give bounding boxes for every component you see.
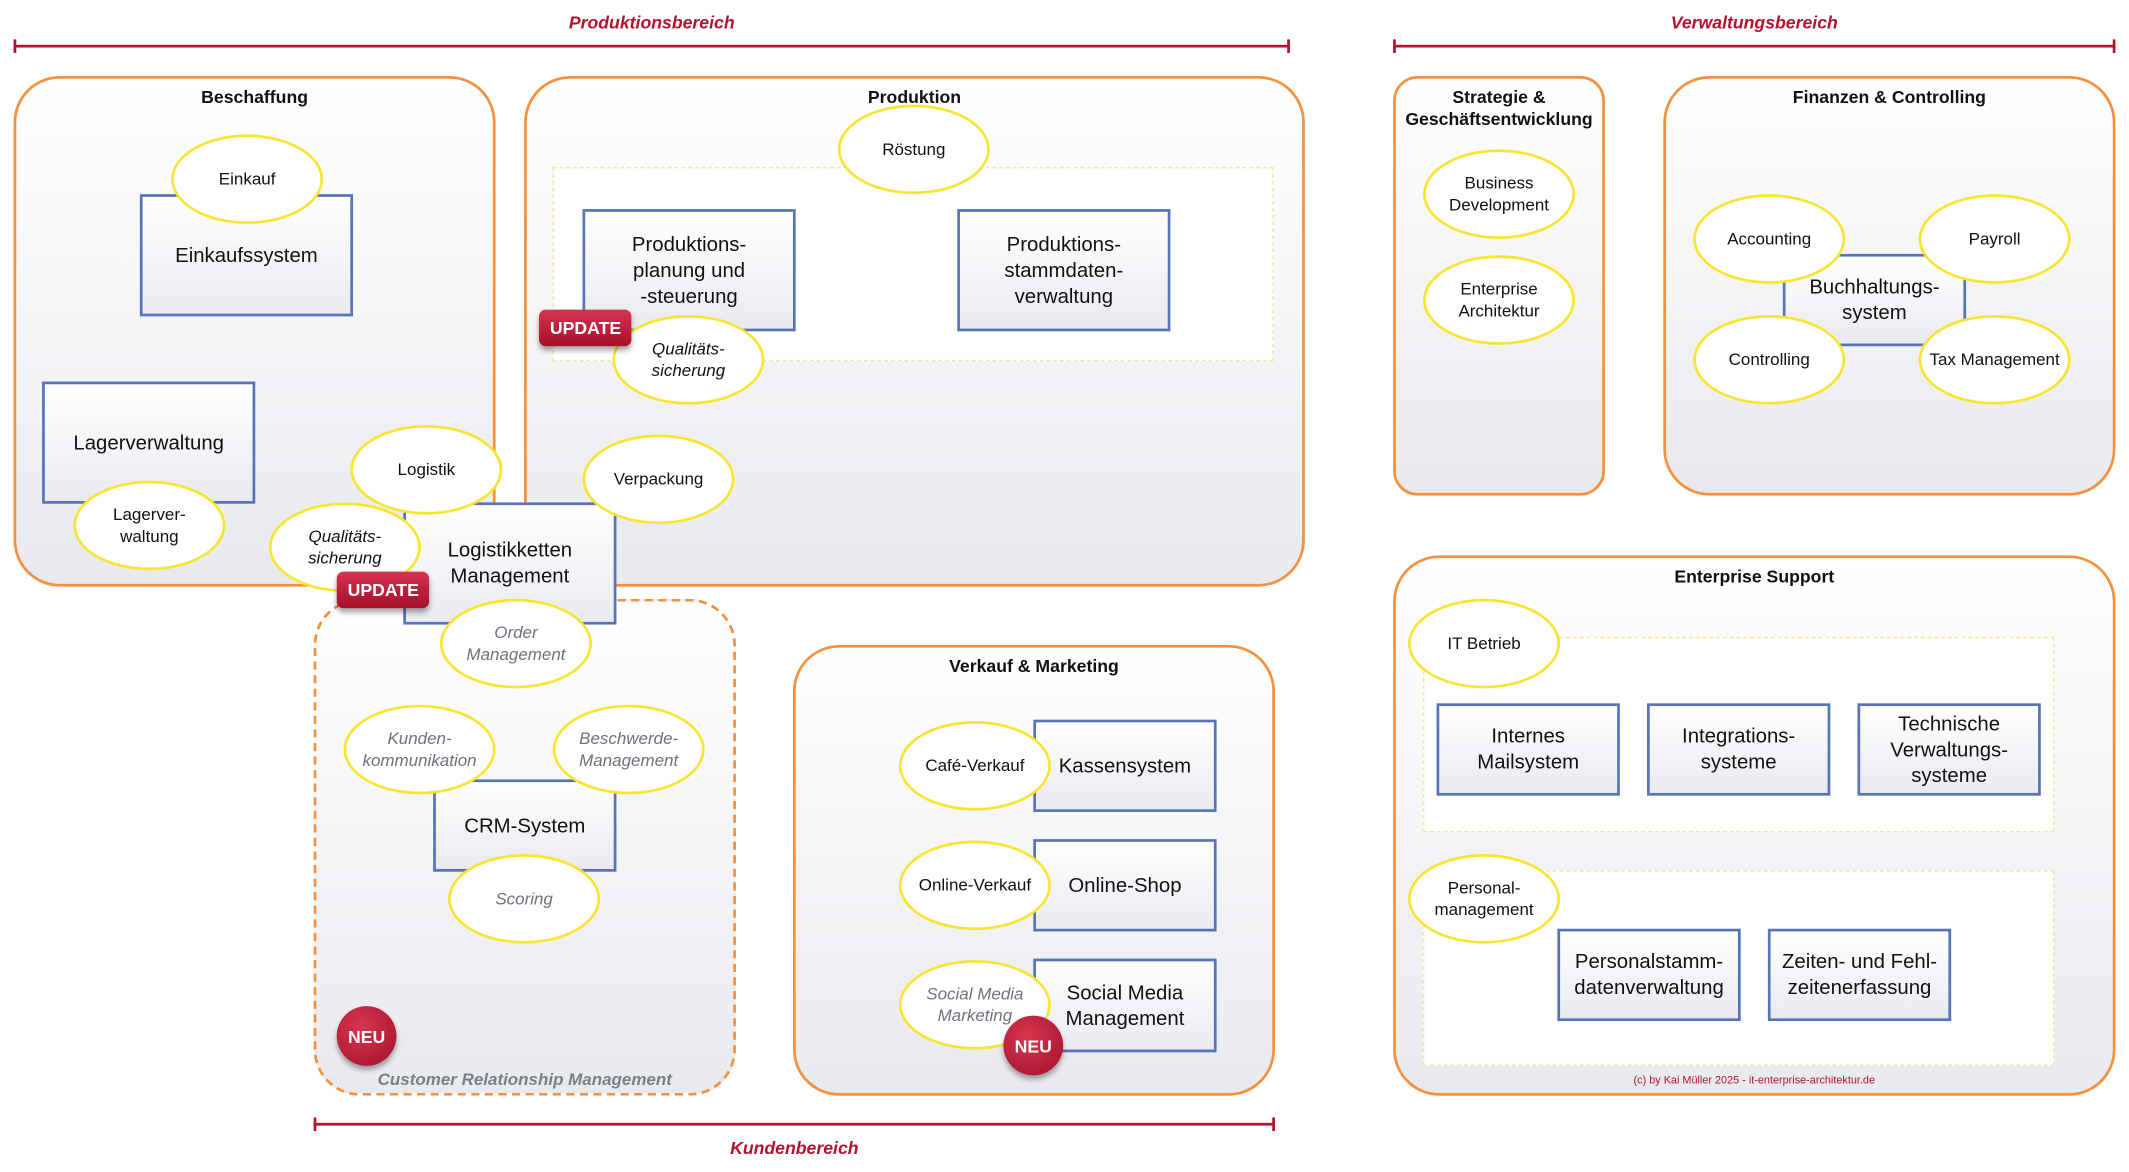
capability-accounting[interactable]: Accounting <box>1693 194 1846 284</box>
capability-einkauf[interactable]: Einkauf <box>171 134 324 225</box>
domain-title-finanzen: Finanzen & Controlling <box>1792 86 1986 108</box>
capability-cafe-verkauf[interactable]: Café-Verkauf <box>898 720 1051 811</box>
capability-personalmanagement[interactable]: Personal- management <box>1408 854 1561 944</box>
neu-badge-crm: NEU <box>336 1006 397 1066</box>
domain-title-beschaffung: Beschaffung <box>201 86 309 108</box>
capability-it-betrieb[interactable]: IT Betrieb <box>1408 598 1561 689</box>
capability-order-management[interactable]: Order Management <box>439 598 593 689</box>
area-label-produktion: Produktionsbereich <box>568 12 735 33</box>
area-label-verwaltung: Verwaltungsbereich <box>1670 12 1838 33</box>
capability-controlling[interactable]: Controlling <box>1693 315 1846 405</box>
capability-beschwerdemanagement[interactable]: Beschwerde- Management <box>552 704 705 795</box>
system-produktionsstammdaten[interactable]: Produktions- stammdaten- verwaltung <box>957 209 1171 332</box>
capability-roestung[interactable]: Röstung <box>837 104 990 195</box>
domain-title-strategie: Strategie & Geschäftsentwicklung <box>1405 86 1593 129</box>
capability-logistik[interactable]: Logistik <box>350 424 503 515</box>
neu-badge-social-media: NEU <box>1003 1015 1064 1076</box>
system-kassensystem[interactable]: Kassensystem <box>1033 719 1217 812</box>
capability-kundenkommunikation[interactable]: Kunden- kommunikation <box>343 704 496 795</box>
update-badge-produktion: UPDATE <box>539 309 633 347</box>
capability-qualitaetssicherung-produktion[interactable]: Qualitäts- sicherung <box>612 315 765 405</box>
update-badge-logistik: UPDATE <box>336 571 430 609</box>
system-internes-mailsystem[interactable]: Internes Mailsystem <box>1436 703 1620 796</box>
area-line-verwaltung <box>1393 39 2116 53</box>
domain-title-support: Enterprise Support <box>1674 566 1835 587</box>
system-online-shop[interactable]: Online-Shop <box>1033 839 1217 932</box>
domain-title-verkauf: Verkauf & Marketing <box>949 655 1119 677</box>
system-technische-verwaltungssysteme[interactable]: Technische Verwaltungs- systeme <box>1857 703 2041 796</box>
system-integrationssysteme[interactable]: Integrations- systeme <box>1647 703 1831 796</box>
area-label-kunden: Kundenbereich <box>730 1137 859 1159</box>
copyright: (c) by Kai Müller 2025 - it-enterprise-a… <box>1633 1074 1876 1087</box>
capability-scoring[interactable]: Scoring <box>448 854 601 944</box>
domain-title-crm: Customer Relationship Management <box>377 1069 672 1089</box>
capability-lagerverwaltung[interactable]: Lagerver- waltung <box>73 480 226 571</box>
area-line-kunden <box>313 1117 1275 1132</box>
domain-title-produktion: Produktion <box>867 86 962 108</box>
system-zeiterfassung[interactable]: Zeiten- und Fehl- zeitenerfassung <box>1767 928 1952 1022</box>
area-line-produktion <box>13 39 1290 53</box>
capability-online-verkauf[interactable]: Online-Verkauf <box>898 840 1051 931</box>
capability-tax-management[interactable]: Tax Management <box>1918 315 2071 405</box>
capability-payroll[interactable]: Payroll <box>1918 194 2071 284</box>
system-social-media-management[interactable]: Social Media Management <box>1033 958 1217 1053</box>
capability-enterprise-architektur[interactable]: Enterprise Architektur <box>1422 255 1576 345</box>
capability-verpackung[interactable]: Verpackung <box>582 434 735 525</box>
capability-business-development[interactable]: Business Development <box>1422 149 1576 239</box>
system-personalstammdaten[interactable]: Personalstamm- datenverwaltung <box>1557 928 1741 1022</box>
